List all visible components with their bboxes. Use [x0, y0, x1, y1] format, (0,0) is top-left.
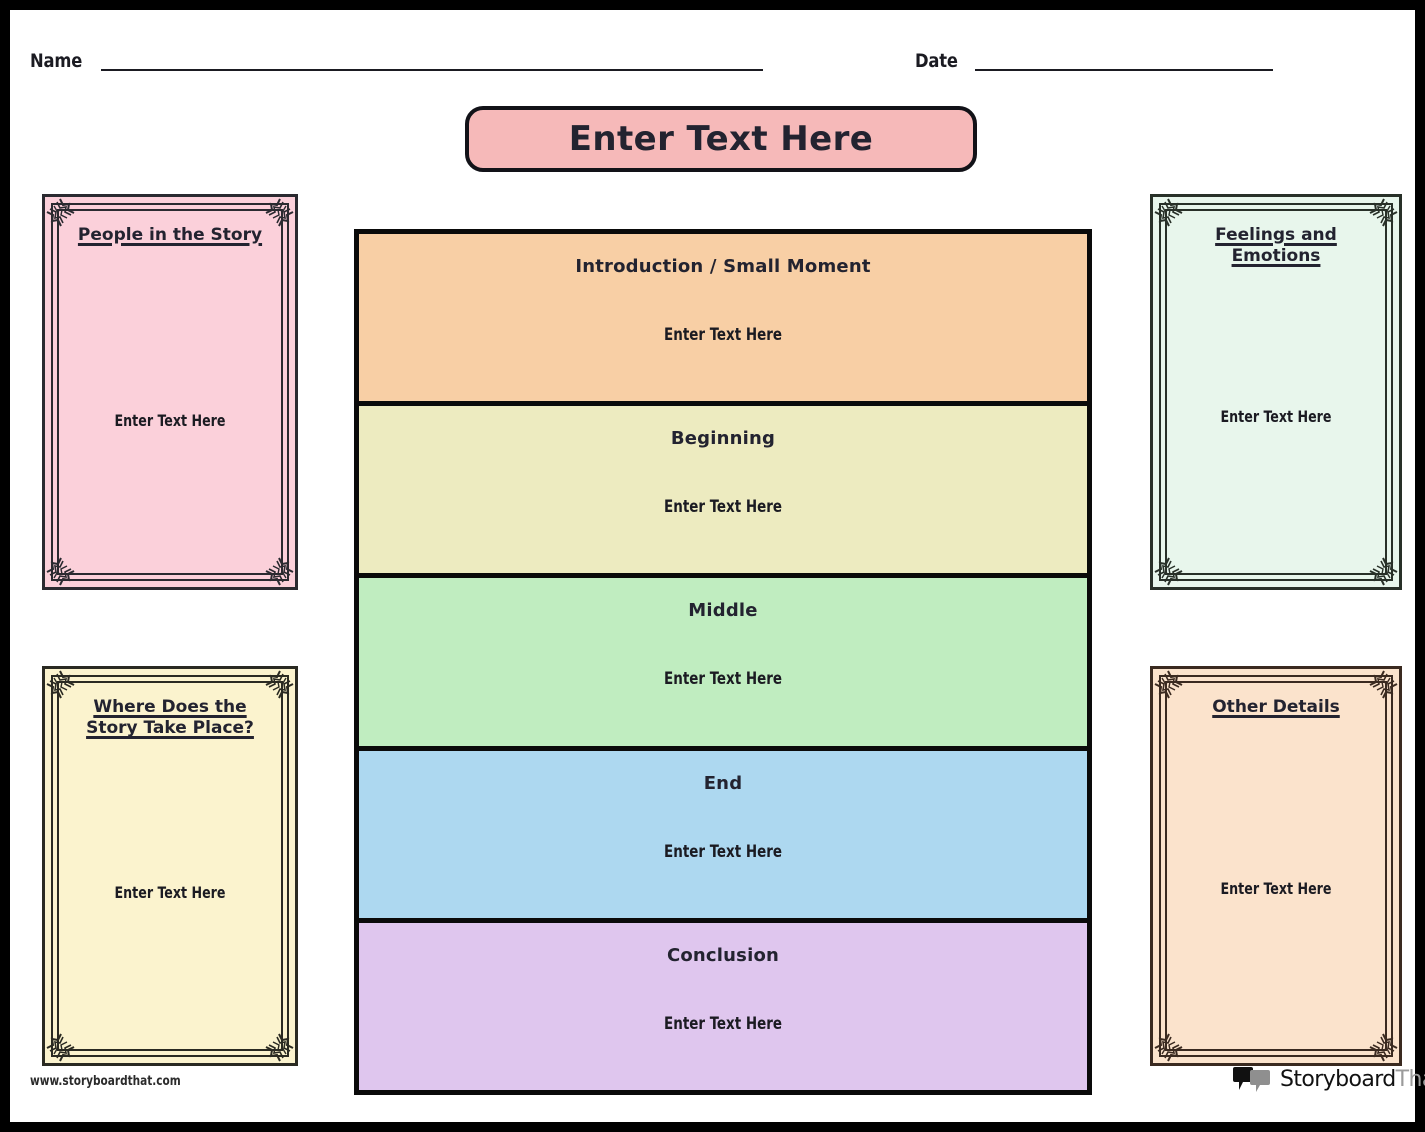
- section-heading: End: [703, 772, 743, 794]
- corner-ornament-icon: [1154, 556, 1184, 586]
- section-heading: Beginning: [670, 428, 776, 450]
- panel-body[interactable]: Enter Text Here: [1220, 879, 1332, 898]
- section-beginning[interactable]: Beginning Enter Text Here: [359, 406, 1087, 579]
- worksheet-title-text: Enter Text Here: [568, 119, 874, 159]
- panel-title: People in the Story: [77, 225, 263, 245]
- logo-word-primary: Storyboard: [1280, 1066, 1396, 1092]
- corner-ornament-icon: [1154, 198, 1184, 228]
- panel-people-in-the-story[interactable]: People in the Story Enter Text Here: [42, 194, 298, 590]
- panel-feelings-and-emotions[interactable]: Feelings and Emotions Enter Text Here: [1150, 194, 1402, 590]
- section-heading: Middle: [688, 600, 758, 622]
- name-input-rule[interactable]: [100, 69, 763, 71]
- section-introduction[interactable]: Introduction / Small Moment Enter Text H…: [359, 234, 1087, 407]
- corner-ornament-icon: [1154, 1032, 1184, 1062]
- site-url: www.storyboardthat.com: [30, 1074, 181, 1089]
- logo-word-secondary: That: [1395, 1066, 1425, 1092]
- logo-wordmark: StoryboardThat: [1280, 1067, 1425, 1092]
- section-body[interactable]: Enter Text Here: [664, 669, 782, 690]
- corner-ornament-icon: [46, 198, 76, 228]
- corner-ornament-icon: [264, 198, 294, 228]
- panel-body[interactable]: Enter Text Here: [1220, 407, 1332, 426]
- panel-body[interactable]: Enter Text Here: [114, 411, 226, 430]
- corner-ornament-icon: [1368, 670, 1398, 700]
- corner-ornament-icon: [264, 1032, 294, 1062]
- name-field[interactable]: Name: [30, 52, 763, 71]
- corner-ornament-icon: [264, 670, 294, 700]
- panel-border-ring-outer: Where Does the Story Take Place? Enter T…: [46, 670, 294, 1062]
- corner-ornament-icon: [1154, 670, 1184, 700]
- section-body[interactable]: Enter Text Here: [664, 841, 782, 862]
- section-end[interactable]: End Enter Text Here: [359, 750, 1087, 923]
- panel-border-ring-outer: People in the Story Enter Text Here: [46, 198, 294, 586]
- panel-title: Other Details: [1212, 697, 1340, 717]
- corner-ornament-icon: [264, 556, 294, 586]
- section-heading: Conclusion: [666, 944, 780, 966]
- corner-ornament-icon: [46, 556, 76, 586]
- corner-ornament-icon: [46, 670, 76, 700]
- date-label: Date: [915, 50, 958, 72]
- date-field[interactable]: Date: [915, 52, 1273, 71]
- date-input-rule[interactable]: [974, 69, 1273, 71]
- section-middle[interactable]: Middle Enter Text Here: [359, 578, 1087, 751]
- panel-other-details[interactable]: Other Details Enter Text Here: [1150, 666, 1402, 1066]
- speech-bubbles-icon: [1232, 1066, 1272, 1092]
- worksheet-title-box[interactable]: Enter Text Here: [465, 106, 977, 172]
- section-body[interactable]: Enter Text Here: [664, 1013, 782, 1034]
- section-heading: Introduction / Small Moment: [575, 256, 871, 277]
- panel-border-ring-inner: Feelings and Emotions Enter Text Here: [1154, 198, 1398, 586]
- story-sequence-stack: Introduction / Small Moment Enter Text H…: [354, 229, 1092, 1095]
- panel-border-ring-inner: People in the Story Enter Text Here: [46, 198, 294, 586]
- worksheet-page: Name Date Enter Text Here Introduction /…: [10, 10, 1425, 1122]
- panel-body[interactable]: Enter Text Here: [114, 883, 226, 902]
- panel-border-ring-inner: Other Details Enter Text Here: [1154, 670, 1398, 1062]
- corner-ornament-icon: [1368, 556, 1398, 586]
- section-body[interactable]: Enter Text Here: [664, 497, 782, 518]
- panel-title: Where Does the Story Take Place?: [86, 697, 254, 739]
- panel-border-ring-inner: Where Does the Story Take Place? Enter T…: [46, 670, 294, 1062]
- storyboardthat-logo: StoryboardThat: [1232, 1066, 1425, 1092]
- section-body[interactable]: Enter Text Here: [664, 325, 782, 345]
- panel-story-setting[interactable]: Where Does the Story Take Place? Enter T…: [42, 666, 298, 1066]
- section-conclusion[interactable]: Conclusion Enter Text Here: [359, 922, 1087, 1091]
- panel-border-ring-outer: Feelings and Emotions Enter Text Here: [1154, 198, 1398, 586]
- name-label: Name: [30, 50, 83, 72]
- corner-ornament-icon: [1368, 198, 1398, 228]
- panel-border-ring-outer: Other Details Enter Text Here: [1154, 670, 1398, 1062]
- panel-title: Feelings and Emotions: [1215, 225, 1337, 267]
- corner-ornament-icon: [1368, 1032, 1398, 1062]
- corner-ornament-icon: [46, 1032, 76, 1062]
